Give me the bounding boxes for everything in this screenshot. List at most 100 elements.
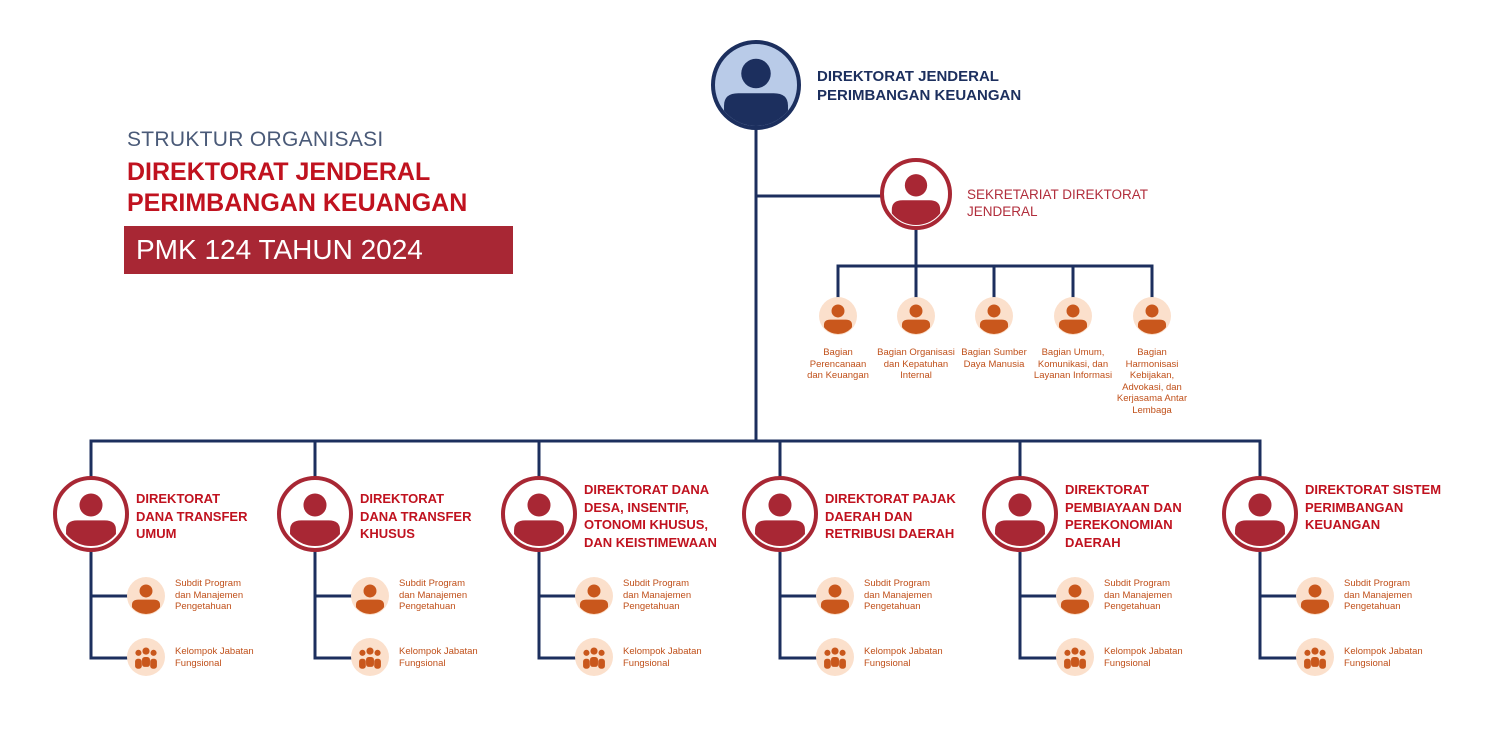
bagian-label-4-line: Harmonisasi (1125, 358, 1179, 370)
bagian-label-0-line: Bagian (823, 347, 853, 358)
bagian-label-0-line: dan Keuangan (807, 370, 869, 381)
directorate-person-icon-3 (755, 493, 805, 546)
kelompok-label-1-line: Fungsional (399, 657, 446, 669)
subdit-label-3-line: Pengetahuan (864, 601, 921, 612)
top-node-label: DIREKTORAT JENDERAL PERIMBANGAN KEUANGAN (817, 67, 1021, 105)
directorate-label-5-line: KEUANGAN (1305, 517, 1381, 532)
kelompok-label-2-line: Fungsional (623, 657, 670, 669)
subdit-person-icon-3 (820, 584, 850, 614)
directorate-label-4-line: DIREKTORAT (1065, 482, 1150, 497)
bagian-label-1-line: Internal (900, 370, 932, 381)
bagian-person-icon-2 (979, 304, 1009, 334)
subdit-label-2-line: Pengetahuan (623, 601, 680, 612)
subdit-label-1-line: dan Manajemen (399, 589, 468, 601)
bagian-label-2-line: Daya Manusia (963, 358, 1025, 370)
bagian-label-4-line: Kebijakan, (1129, 370, 1175, 381)
directorate-label-2-line: DAN KEISTIMEWAAN (584, 534, 717, 550)
kelompok-label-3-line: Kelompok Jabatan (864, 646, 943, 657)
top-label-line-2: PERIMBANGAN KEUANGAN (817, 87, 1022, 104)
subdit-person-icon-5 (1300, 584, 1330, 614)
bagian-person-icon-1 (901, 304, 931, 334)
bagian-label-4-line: Advokasi, dan (1122, 381, 1182, 393)
subdit-label-5-line: Pengetahuan (1344, 601, 1401, 612)
kelompok-group-icon-0 (135, 647, 157, 669)
bagian-label-2-line: Bagian Sumber (961, 347, 1027, 358)
directorate-person-icon-0 (66, 493, 116, 546)
kelompok-group-icon-4 (1064, 647, 1086, 669)
subdit-person-icon-0 (131, 584, 161, 614)
kelompok-label-4-line: Kelompok Jabatan (1104, 646, 1183, 657)
directorate-label-2: DIREKTORAT DANA DESA, INSENTIF, OTONOMI KH… (584, 481, 724, 551)
bagian-label-1-line: Bagian Organisasi (877, 347, 955, 358)
subdit-label-5-line: dan Manajemen (1344, 589, 1413, 601)
directorate-label-2-line: DIREKTORAT DANA (584, 482, 710, 497)
bagian-person-icon-4 (1137, 304, 1167, 334)
directorate-label-5-line: PERIMBANGAN (1305, 499, 1404, 515)
bagian-label-4-line: Bagian (1137, 347, 1167, 358)
directorate-label-1-line: KHUSUS (360, 526, 415, 541)
subdit-label-4-line: dan Manajemen (1104, 589, 1173, 601)
bagian-label-1-line: dan Kepatuhan (883, 358, 949, 370)
directorate-label-2-line: OTONOMI KHUSUS, (584, 517, 708, 532)
secretariat-label-line-2: JENDERAL (967, 204, 1038, 219)
kelompok-label-1-line: Kelompok Jabatan (399, 646, 478, 657)
kelompok-group-icon-2 (583, 647, 605, 669)
subdit-label-4-line: Pengetahuan (1104, 601, 1161, 612)
top-person-icon (724, 58, 788, 126)
bagian-label-3-line: Bagian Umum, (1041, 347, 1105, 358)
directorate-label-3-line: DIREKTORAT PAJAK (825, 491, 956, 506)
bagian-person-icon-3 (1058, 304, 1088, 334)
subdit-person-icon-1 (355, 584, 385, 614)
directorate-label-0-line: UMUM (136, 526, 177, 541)
subdit-label-4-line: Subdit Program (1104, 578, 1171, 589)
kelompok-group-icon-1 (359, 647, 381, 669)
bagian-label-4-line: Lembaga (1132, 404, 1172, 416)
kelompok-label-5-line: Fungsional (1344, 657, 1391, 669)
subdit-label-0-line: Subdit Program (175, 578, 242, 589)
directorate-person-icon-5 (1235, 493, 1285, 546)
directorate-label-3-line: DAERAH DAN (825, 508, 913, 524)
secretariat-person-icon (891, 174, 941, 225)
regulation-banner: PMK 124 TAHUN 2024 (124, 226, 513, 274)
kelompok-group-icon-5 (1304, 647, 1326, 669)
subdit-label-0-line: Pengetahuan (175, 601, 232, 612)
directorate-label-0-line: DIREKTORAT (136, 491, 221, 506)
directorate-label-2-line: DESA, INSENTIF, (584, 499, 689, 515)
subdit-label-2-line: Subdit Program (623, 578, 690, 589)
directorate-label-1-line: DANA TRANSFER (360, 508, 472, 524)
subdit-label-1-line: Subdit Program (399, 578, 466, 589)
directorate-person-icon-2 (514, 493, 564, 546)
bagian-person-icon-0 (823, 304, 853, 334)
subdit-person-icon-2 (579, 584, 609, 614)
directorate-label-4-line: DAERAH (1065, 534, 1121, 550)
page-title: DIREKTORAT JENDERAL PERIMBANGAN KEUANGAN (127, 157, 467, 219)
kelompok-label-5-line: Kelompok Jabatan (1344, 646, 1423, 657)
subdit-label-3-line: dan Manajemen (864, 589, 933, 601)
title-line-2: PERIMBANGAN KEUANGAN (127, 189, 468, 217)
bagian-label-3-line: Komunikasi, dan (1037, 358, 1109, 370)
subdit-label-2-line: dan Manajemen (623, 589, 692, 601)
subdit-label-3-line: Subdit Program (864, 578, 931, 589)
directorate-person-icon-1 (290, 493, 340, 546)
kelompok-label-2-line: Kelompok Jabatan (623, 646, 702, 657)
top-label-line-1: DIREKTORAT JENDERAL (817, 68, 999, 85)
